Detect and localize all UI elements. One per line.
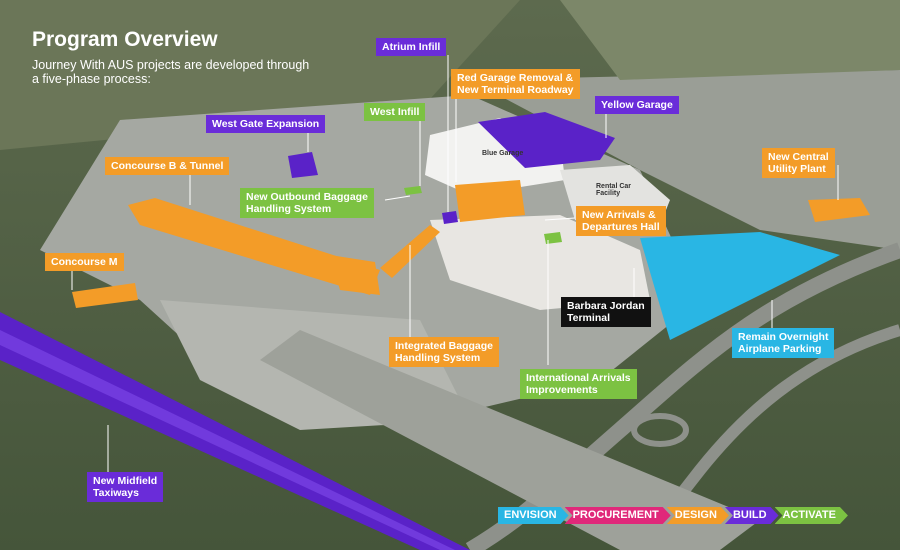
label-west-gate: West Gate Expansion [206,115,326,133]
outbound-baggage [455,180,525,222]
blue-garage-label: Blue Garage [482,150,524,157]
phase-activate: ACTIVATE [775,507,848,524]
page-subtitle: Journey With AUS projects are developed … [32,58,310,86]
label-central-utility: New Central Utility Plant [762,148,835,178]
runway-south [260,330,760,550]
label-integrated-baggage: Integrated Baggage Handling System [389,337,500,367]
concourse-b [128,198,380,295]
label-yellow-garage: Yellow Garage [595,96,679,114]
phase-design: DESIGN [667,507,729,524]
ne-field [560,0,900,80]
west-gate [288,152,318,178]
header: Program Overview Journey With AUS projec… [32,28,312,86]
east-parking [470,70,900,250]
midfield-taxiway [0,312,470,550]
label-arrivals-hall: New Arrivals & Departures Hall [576,206,666,236]
midfield-taxiway-2 [0,330,455,550]
concourse-b-end [330,255,380,295]
label-barbara-jordan: Barbara Jordan Terminal [561,297,651,327]
west-infill [404,186,422,195]
yellow-garage [478,112,615,168]
terminal-roof [430,215,650,310]
label-concourse-m: Concourse M [45,253,124,271]
page-title: Program Overview [32,28,218,51]
utility-plant [808,198,870,222]
phase-legend: ENVISION PROCUREMENT DESIGN BUILD ACTIVA… [498,507,844,524]
phase-procurement: PROCUREMENT [565,507,671,524]
label-outbound-baggage: New Outbound Baggage Handling System [240,188,374,218]
label-international-arrivals: International Arrivals Improvements [520,369,637,399]
concourse-m [72,283,138,308]
label-remain-overnight: Remain Overnight Airplane Parking [732,328,835,358]
label-concourse-b: Concourse B & Tunnel [105,157,230,175]
label-west-infill: West Infill [364,103,426,121]
label-midfield-taxiways: New Midfield Taxiways [87,472,164,502]
label-atrium-infill: Atrium Infill [376,38,447,56]
leader-lines [71,55,839,475]
atrium-infill [442,211,458,224]
ron-parking [640,232,840,340]
intl-arrivals [544,232,562,244]
phase-envision: ENVISION [498,507,569,524]
label-red-garage: Red Garage Removal & New Terminal Roadwa… [451,69,580,99]
rental-car-label: Rental Car Facility [596,183,632,197]
phase-build: BUILD [725,507,779,524]
roundabout [631,413,689,447]
